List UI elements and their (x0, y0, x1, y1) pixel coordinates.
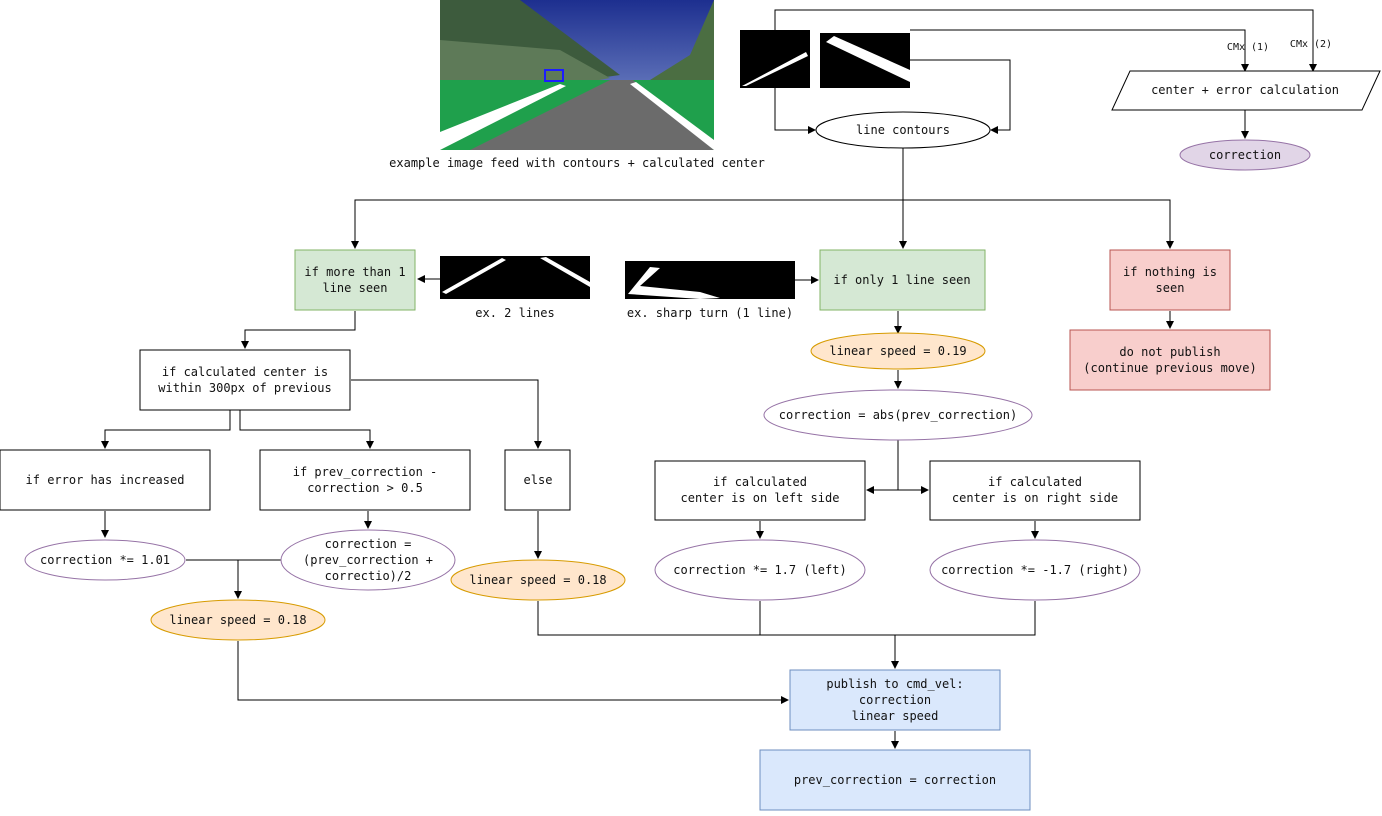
contour-image-2 (820, 33, 910, 88)
within-300-node (139, 349, 351, 411)
publish-node (789, 669, 1001, 731)
edge-cmx1 (910, 29, 1249, 72)
left-side-line2: center is on left side (681, 491, 840, 505)
right-side-line1: if calculated (988, 475, 1082, 489)
nothing-seen-node (1109, 249, 1231, 311)
within-300-line2: within 300px of previous (158, 381, 331, 395)
publish-line1: publish to cmd_vel: (826, 677, 963, 691)
corr-101-node (24, 539, 186, 581)
sharp-turn-caption: ex. sharp turn (1 line) (627, 306, 793, 320)
only-one-node (819, 249, 986, 311)
left-side-line1: if calculated (713, 475, 807, 489)
camera-feed-image (440, 0, 714, 150)
corr-101-label: correction *= 1.01 (40, 553, 170, 567)
edge-merge-bottom (537, 601, 1036, 636)
edge-more1-within (241, 311, 356, 349)
corr-left-node (654, 539, 866, 601)
center-marker-icon (544, 69, 564, 82)
cmx1-label: CMx (1) (1227, 42, 1269, 53)
edge-contours-more1 (351, 199, 903, 249)
edge-within-error (101, 410, 231, 449)
corr-avg-line2: (prev_correction + (303, 553, 433, 567)
only-one-label: if only 1 line seen (833, 273, 970, 287)
within-300-line1: if calculated center is (162, 365, 328, 379)
two-lines-image (440, 256, 590, 299)
edge-abs-left (866, 440, 899, 494)
cmx2-label: CMx (2) (1290, 39, 1332, 50)
speed-019-node (810, 332, 986, 370)
center-error-node (1111, 70, 1381, 111)
corr-avg-line3: correctio)/2 (325, 569, 412, 583)
corr-left-label: correction *= 1.7 (left) (673, 563, 846, 577)
publish-line3: linear speed (852, 709, 939, 723)
speed-018-left-label: linear speed = 0.18 (169, 613, 306, 627)
speed-018-left-node (150, 599, 326, 641)
more-than-one-line1: if more than 1 (304, 265, 405, 279)
edge-corr101-speed (186, 559, 242, 599)
publish-line2: correction (859, 693, 931, 707)
line-contours-node (815, 111, 991, 149)
left-side-node (654, 460, 866, 521)
prev-assign-node (759, 749, 1031, 811)
corr-right-node (929, 539, 1141, 601)
else-node (504, 449, 571, 511)
edge-cmx2 (774, 9, 1317, 72)
else-label: else (524, 473, 553, 487)
prev-minus-corr-line2: correction > 0.5 (307, 481, 423, 495)
prev-minus-corr-line1: if prev_correction - (293, 465, 438, 479)
edge-contours-nothing (903, 199, 1174, 249)
feed-caption: example image feed with contours + calcu… (389, 156, 765, 170)
prev-minus-corr-node (259, 449, 471, 511)
more-than-one-node (294, 249, 416, 311)
corr-avg-line1: correction = (325, 537, 412, 551)
contour-image-1 (740, 30, 810, 88)
right-side-line2: center is on right side (952, 491, 1118, 505)
correction-output-label: correction (1209, 148, 1281, 162)
speed-018-else-label: linear speed = 0.18 (469, 573, 606, 587)
speed-019-label: linear speed = 0.19 (829, 344, 966, 358)
edge-within-prev (239, 410, 374, 449)
nothing-seen-line2: seen (1156, 281, 1185, 295)
corr-abs-node (763, 389, 1033, 441)
corr-avg-node (280, 529, 456, 591)
corr-abs-label: correction = abs(prev_correction) (779, 408, 1017, 422)
do-not-publish-node (1069, 329, 1271, 391)
edge-img1-contours (774, 88, 816, 134)
corr-right-label: correction *= -1.7 (right) (941, 563, 1129, 577)
connectors (101, 9, 1317, 749)
prev-assign-label: prev_correction = correction (794, 773, 996, 787)
error-increased-label: if error has increased (26, 473, 185, 487)
edge-speed-publish (237, 641, 789, 704)
do-not-publish-line1: do not publish (1119, 345, 1220, 359)
error-increased-node (0, 449, 211, 511)
nothing-seen-line1: if nothing is (1123, 265, 1217, 279)
correction-output-node (1179, 139, 1311, 171)
more-than-one-line2: line seen (322, 281, 387, 295)
edge-within-else (351, 379, 542, 449)
two-lines-caption: ex. 2 lines (475, 306, 554, 320)
edge-img2-contours (910, 59, 1011, 134)
speed-018-else-node (450, 559, 626, 601)
center-error-label: center + error calculation (1151, 83, 1339, 97)
sharp-turn-image (625, 261, 795, 299)
right-side-node (929, 460, 1141, 521)
do-not-publish-line2: (continue previous move) (1083, 361, 1256, 375)
line-contours-label: line contours (856, 123, 950, 137)
